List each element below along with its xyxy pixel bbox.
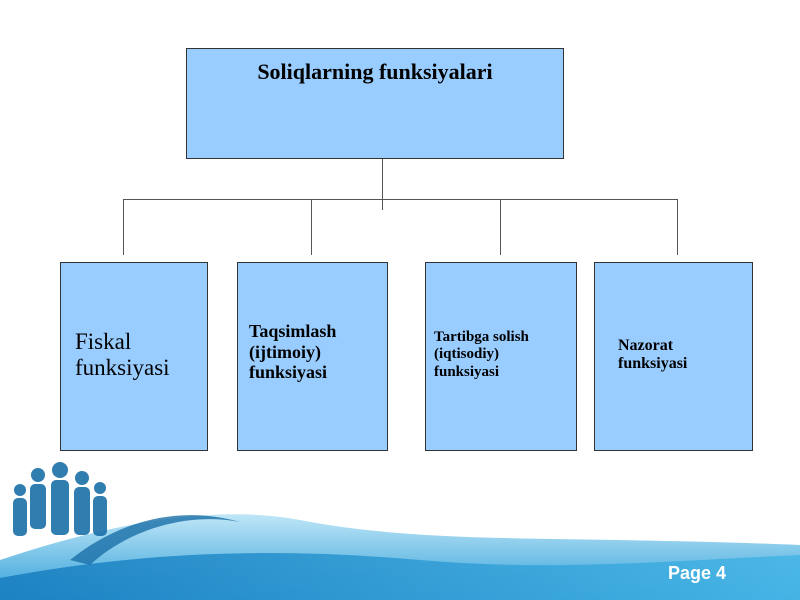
connector-child-1 (123, 199, 124, 255)
child-node-line: (iqtisodiy) (434, 346, 500, 363)
child-node-taqsimlash: Taqsimlash (ijtimoiy) funksiyasi (237, 262, 388, 451)
footer-swoosh (70, 515, 240, 565)
child-node-label: Taqsimlash (ijtimoiy) funksiyasi (249, 321, 336, 383)
child-node-line: funksiyasi (618, 355, 688, 373)
connector-child-2 (311, 199, 312, 255)
child-node-label: Fiskal funksiyasi (75, 329, 170, 382)
child-node-line: (ijtimoiy) (249, 341, 321, 362)
page-number: Page 4 (668, 563, 727, 583)
connector-child-3 (500, 199, 501, 255)
child-node-fiskal: Fiskal funksiyasi (60, 262, 208, 451)
footer-wave (0, 514, 800, 600)
child-node-line: Taqsimlash (249, 321, 337, 341)
root-node: Soliqlarning funksiyalari (186, 48, 564, 159)
connector-child-4 (677, 199, 678, 255)
child-node-label: Nazorat funksiyasi (618, 337, 687, 374)
child-node-nazorat: Nazorat funksiyasi (594, 262, 753, 451)
child-node-line: funksiyasi (434, 363, 500, 380)
child-node-line: funksiyasi (249, 362, 328, 383)
connector-horizontal-bar (123, 199, 678, 200)
child-node-line: Tartibga solish (434, 329, 529, 345)
child-node-line: Nazorat (618, 337, 674, 354)
child-node-line: funksiyasi (75, 355, 170, 381)
business-people-silhouette-icon (13, 462, 107, 536)
connector-root-stem (382, 159, 383, 210)
child-node-label: Tartibga solish (iqtisodiy) funksiyasi (434, 329, 529, 381)
child-node-line: Fiskal (75, 329, 132, 354)
root-node-label: Soliqlarning funksiyalari (257, 59, 493, 84)
child-node-tartibga-solish: Tartibga solish (iqtisodiy) funksiyasi (425, 262, 577, 451)
